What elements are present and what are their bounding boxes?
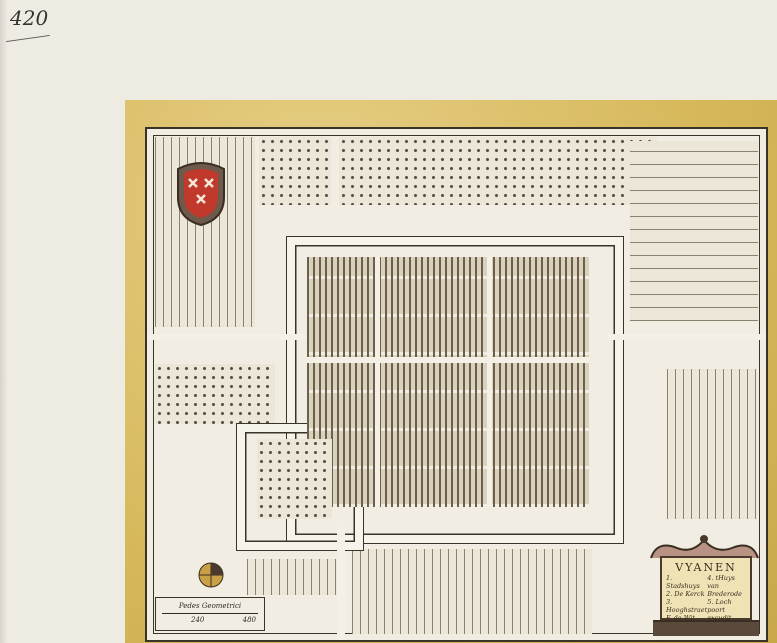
scale-title: Pedes Geometrici	[178, 602, 242, 610]
scale-label-480: 480	[242, 616, 256, 624]
cartouche-ornament	[650, 535, 759, 559]
orchard-northwest	[259, 137, 331, 205]
castle-garden	[257, 439, 332, 519]
town-moat	[286, 236, 624, 544]
cartouche-panel: VYANEN 1. Stadshuys 2. De Kerck 3. Hoogh…	[660, 556, 752, 622]
cross-street-1	[375, 257, 380, 507]
legend-right: 4. tHuys van Brederode 5. Loch poort exc…	[707, 574, 746, 622]
road-west	[147, 334, 307, 340]
fields-south	[352, 549, 592, 634]
main-street	[307, 357, 589, 363]
engraver-suffix: excudit	[707, 614, 732, 622]
legend-item: 5. Loch poort	[707, 598, 732, 614]
coat-of-arms	[177, 162, 225, 227]
orchard-north	[339, 137, 657, 205]
legend-item: 1. Stadshuys	[666, 574, 700, 590]
catalog-number: 420	[10, 6, 49, 30]
legend-item: 4. tHuys van Brederode	[707, 574, 742, 598]
scale-bar: Pedes Geometrici 240 480	[155, 597, 265, 631]
cartouche-base	[653, 620, 759, 636]
scale-label-240: 240	[191, 616, 205, 624]
scale-line	[162, 613, 258, 614]
fields-east	[630, 141, 758, 321]
town-blocks	[307, 257, 589, 507]
title-cartouche: VYANEN 1. Stadshuys 2. De Kerck 3. Hoogh…	[647, 526, 762, 638]
city-map: Pedes Geometrici 240 480 VYANEN 1. Stads…	[145, 127, 768, 642]
legend-item: 2. De Kerck	[666, 590, 705, 598]
compass-rose	[198, 562, 224, 588]
catalog-underline	[6, 34, 50, 43]
legend-item: 3. Hooghstraet	[666, 598, 708, 614]
engraver-name: F. de Wit	[666, 614, 695, 622]
orchard-west	[155, 364, 275, 424]
fields-southeast	[667, 369, 757, 519]
road-east	[607, 334, 766, 340]
map-title: VYANEN	[675, 561, 737, 574]
road-south	[337, 527, 345, 640]
paper-edge	[0, 0, 8, 643]
legend-left: 1. Stadshuys 2. De Kerck 3. Hooghstraet …	[666, 574, 707, 622]
fields-southwest	[247, 559, 337, 595]
cross-street-2	[487, 257, 492, 507]
